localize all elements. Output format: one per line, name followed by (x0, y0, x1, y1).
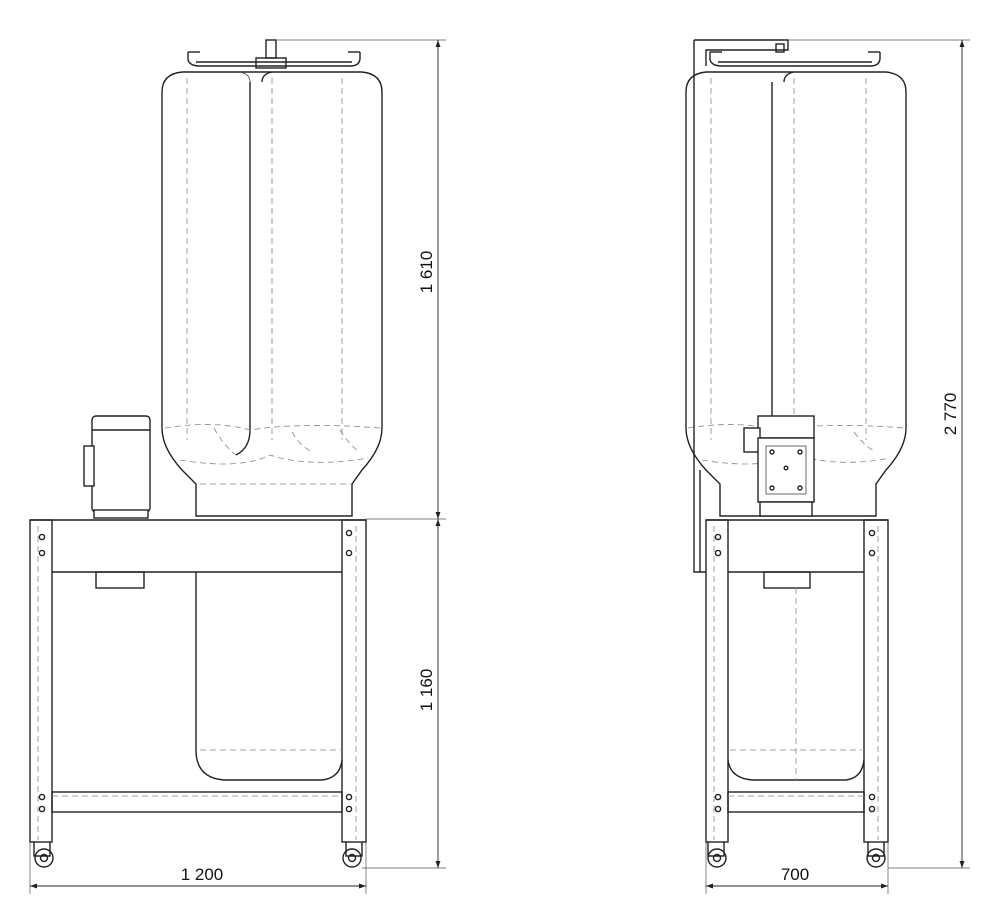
total-height-label: 2 770 (941, 393, 960, 436)
side-support-arm (693, 40, 706, 573)
front-caster-right (342, 842, 363, 868)
side-view (685, 39, 907, 868)
side-top-rack (694, 39, 881, 67)
side-caster-left (707, 842, 727, 868)
side-width-label: 700 (781, 865, 809, 884)
front-lower-bag (195, 572, 343, 781)
front-motor (83, 415, 151, 519)
front-top-rack (187, 39, 361, 69)
hopper-height-label: 1 610 (417, 251, 436, 294)
front-view (29, 39, 383, 868)
side-caster-right (866, 842, 886, 868)
dimension-lines: 1 610 1 160 2 770 1 200 700 (29, 39, 970, 894)
front-caster-left (33, 842, 54, 868)
side-motor (743, 415, 815, 517)
side-lower-bag (727, 759, 865, 781)
front-frame (29, 519, 367, 843)
frame-height-label: 1 160 (417, 669, 436, 712)
front-width-label: 1 200 (181, 865, 224, 884)
side-frame (705, 519, 889, 843)
front-hopper (161, 71, 383, 517)
